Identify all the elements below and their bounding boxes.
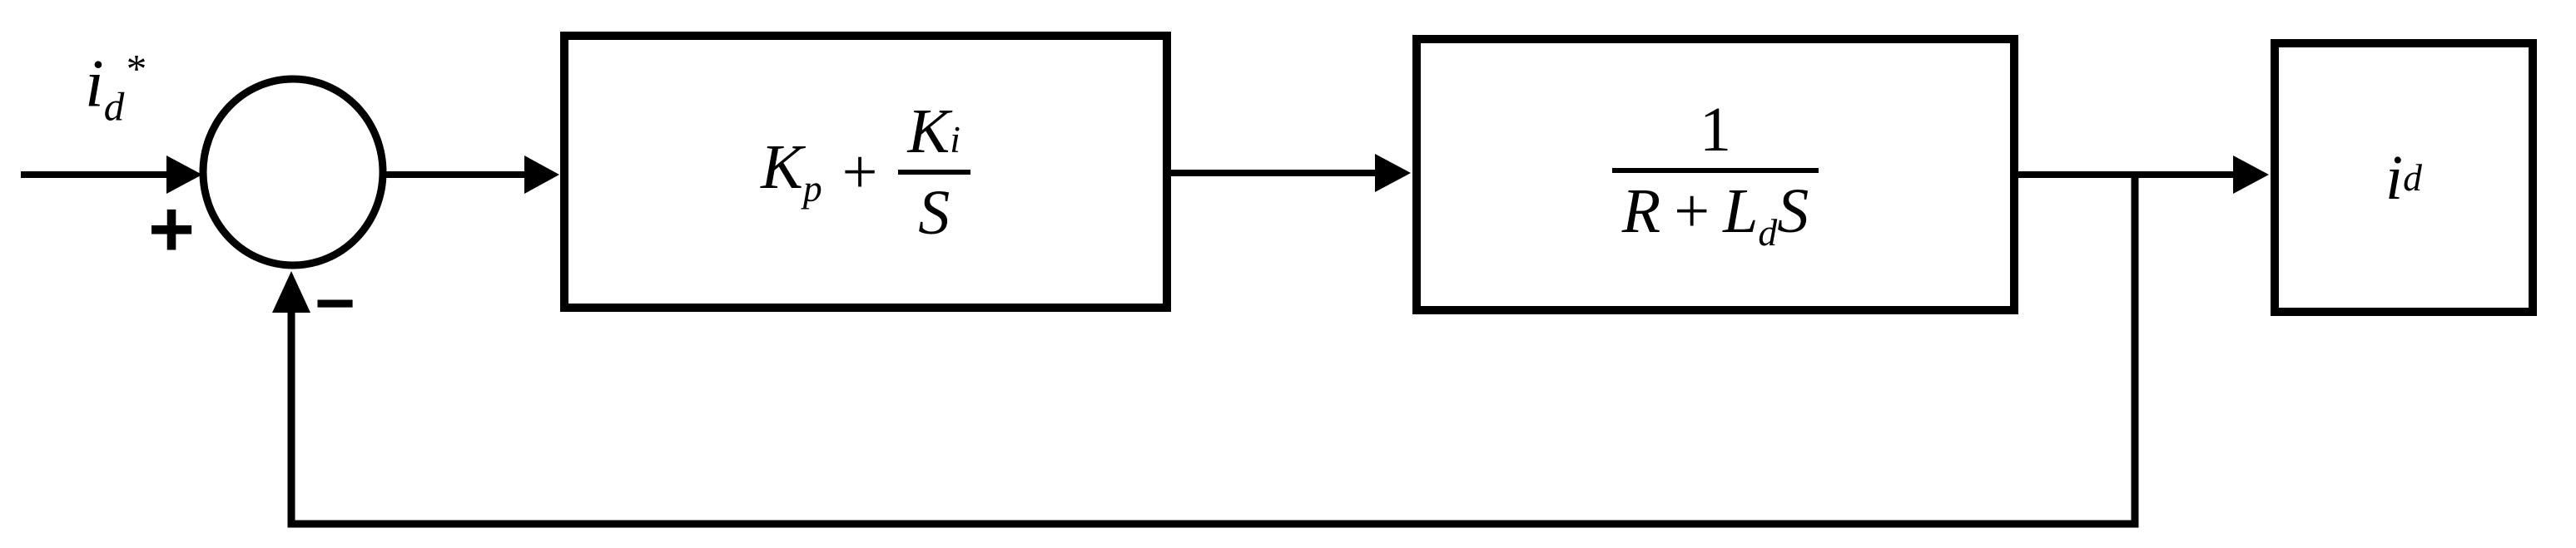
kp-base: K xyxy=(761,132,803,203)
plus-operator: + xyxy=(841,136,878,207)
plant-numerator: 1 xyxy=(1699,94,1731,165)
plus-sign-label: + xyxy=(148,185,196,274)
plant-to-output-arrowhead-icon xyxy=(2233,156,2269,194)
ki-base: K xyxy=(907,96,950,166)
feedback-path-line xyxy=(287,175,2139,528)
input-signal-label: id* xyxy=(85,48,145,127)
pi-to-plant-arrowhead-icon xyxy=(1375,154,1411,192)
minus-sign-label: − xyxy=(315,264,356,342)
den-l-subscript: d xyxy=(1758,210,1778,254)
fraction-bar xyxy=(897,169,970,175)
input-signal-superscript: * xyxy=(124,46,145,91)
fraction-denominator: S xyxy=(918,177,950,248)
output-signal-subscript: d xyxy=(2403,156,2422,199)
feedback-arrowhead-icon xyxy=(272,271,310,313)
ld-term: Ld xyxy=(1723,180,1777,252)
fraction-bar xyxy=(1611,167,1819,173)
den-l-base: L xyxy=(1723,175,1759,246)
den-r: R xyxy=(1621,175,1661,246)
den-plus-operator: + xyxy=(1674,175,1710,246)
kp-subscript: p xyxy=(802,167,822,210)
sum-to-pi-arrowhead-icon xyxy=(524,156,559,194)
input-signal-base: i xyxy=(85,45,104,121)
kp-term: Kp xyxy=(761,136,822,208)
input-arrowhead-icon xyxy=(166,156,202,194)
summing-junction-circle xyxy=(199,75,387,269)
output-signal-base: i xyxy=(2385,142,2404,213)
input-signal-subscript: d xyxy=(103,83,125,130)
den-s: S xyxy=(1777,175,1809,246)
ki-subscript: i xyxy=(950,117,960,160)
